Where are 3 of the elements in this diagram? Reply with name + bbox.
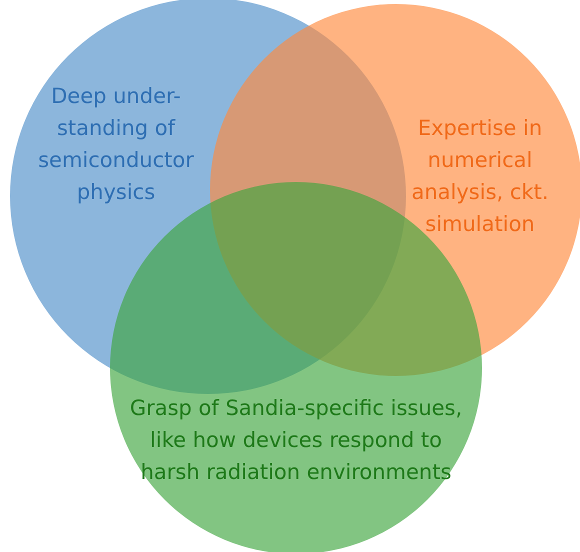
circle-label: Expertise in numerical analysis, ckt. simulation xyxy=(410,115,550,238)
circle-label: Grasp of Sandia-specific issues, like how devices respond to harsh radiation environments xyxy=(128,395,464,486)
circle-label: Deep under-standing of semiconductor physics xyxy=(37,83,195,206)
